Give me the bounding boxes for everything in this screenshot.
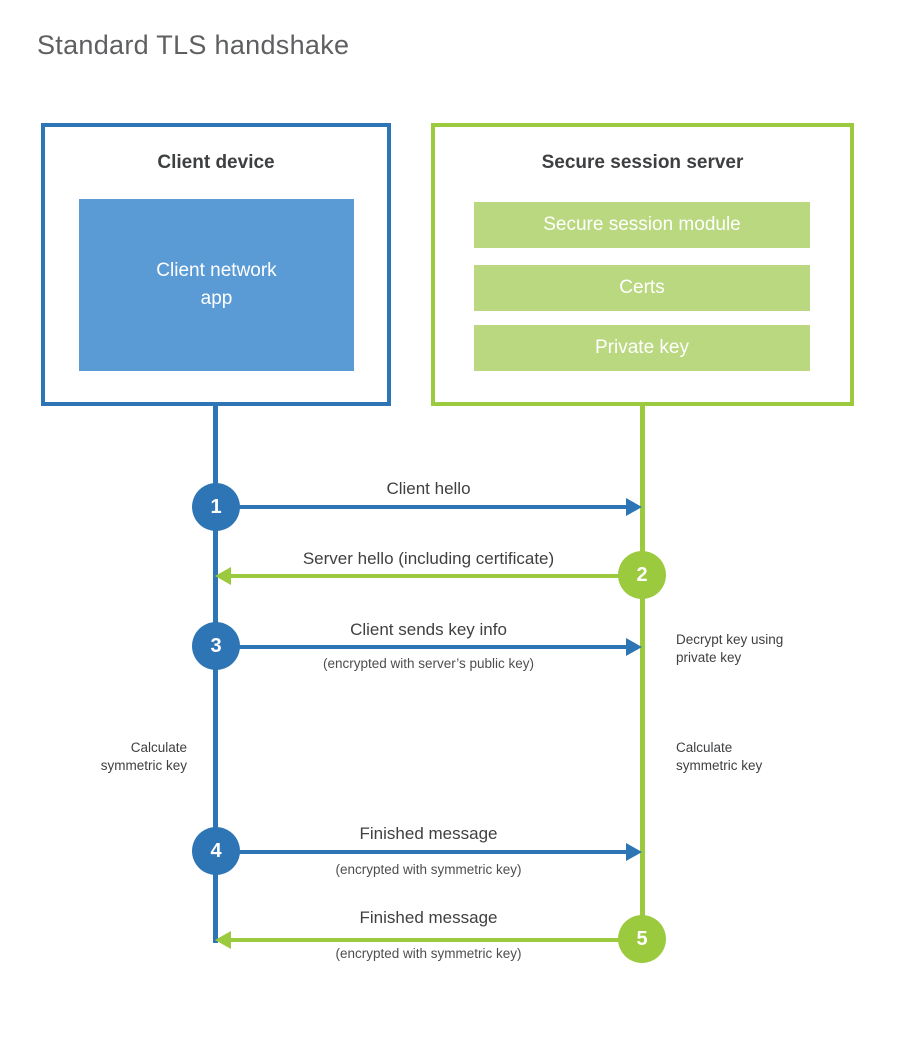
- server-module-certs: Certs: [474, 265, 810, 311]
- secure-session-server-title: Secure session server: [541, 152, 744, 173]
- client-network-app-label: Client network app: [156, 260, 277, 309]
- step-circle-1: 1: [192, 483, 240, 531]
- step-circle-2: 2: [618, 551, 666, 599]
- arrowhead-right-icon: [626, 498, 642, 516]
- message-label-finished-client: Finished message: [359, 824, 498, 843]
- step-circle-3: 3: [192, 622, 240, 670]
- message-label-finished-server: Finished message: [359, 908, 498, 927]
- message-sublabel-finished-client: (encrypted with symmetric key): [335, 862, 522, 877]
- arrowhead-right-icon: [626, 638, 642, 656]
- message-sublabel-finished-server: (encrypted with symmetric key): [335, 946, 522, 961]
- arrowhead-right-icon: [626, 843, 642, 861]
- arrowhead-left-icon: [215, 567, 231, 585]
- note-calculate-symmetric-key-client: Calculate symmetric key: [100, 740, 187, 773]
- message-label-server-hello: Server hello (including certificate): [302, 549, 555, 568]
- client-device-title: Client device: [157, 152, 275, 173]
- client-lifeline: [213, 406, 218, 943]
- step-circle-5: 5: [618, 915, 666, 963]
- message-label-client-key-info: Client sends key info: [350, 620, 507, 639]
- arrow-server-hello: [229, 574, 642, 578]
- arrow-client-hello: [216, 505, 628, 509]
- client-device-box: Client device Client network app: [41, 123, 391, 406]
- arrow-finished-client: [216, 850, 628, 854]
- note-decrypt-key: Decrypt key using private key: [676, 632, 784, 665]
- message-label-client-hello: Client hello: [386, 479, 471, 498]
- step-circle-4: 4: [192, 827, 240, 875]
- client-network-app-box: Client network app: [79, 199, 354, 371]
- arrow-client-key-info: [216, 645, 628, 649]
- arrow-finished-server: [229, 938, 642, 942]
- note-calculate-symmetric-key-server: Calculate symmetric key: [676, 740, 763, 773]
- server-module-private-key: Private key: [474, 325, 810, 371]
- server-module-secure-session-module: Secure session module: [474, 202, 810, 248]
- page-title: Standard TLS handshake: [37, 30, 350, 60]
- secure-session-server-box: Secure session server Secure session mod…: [431, 123, 854, 406]
- message-sublabel-client-key-info: (encrypted with server’s public key): [322, 656, 535, 671]
- arrowhead-left-icon: [215, 931, 231, 949]
- server-lifeline: [640, 406, 645, 939]
